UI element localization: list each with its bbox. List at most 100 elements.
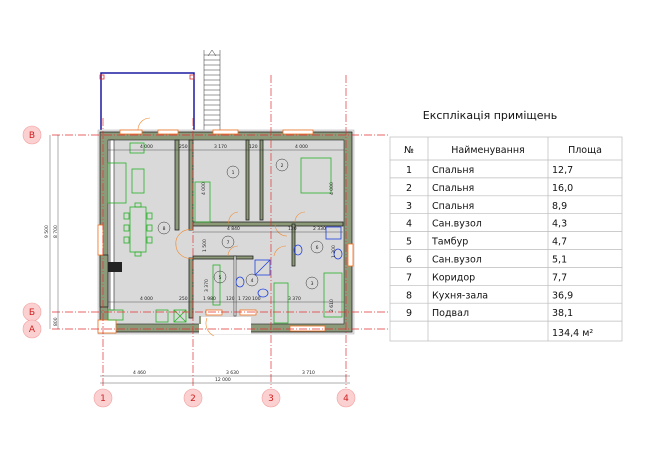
porch [99, 49, 221, 131]
svg-text:4: 4 [343, 394, 349, 404]
svg-text:3 370: 3 370 [204, 279, 210, 292]
svg-text:Б: Б [29, 308, 35, 318]
svg-text:3: 3 [311, 281, 314, 287]
room-markers: 1 2 3 4 5 6 7 8 [157, 158, 324, 290]
windows [97, 129, 354, 334]
header-area: Площа [568, 145, 602, 156]
svg-text:120: 120 [288, 226, 297, 232]
svg-text:250: 250 [179, 296, 188, 302]
axis-bubble-v: В [22, 125, 42, 145]
row-area: 7,7 [552, 272, 567, 283]
svg-text:250: 250 [179, 144, 188, 150]
axis-bubble-a: А [22, 319, 42, 339]
sofa [107, 162, 127, 204]
svg-text:6: 6 [316, 245, 319, 251]
row-area: 8,9 [552, 201, 567, 212]
row-name: Сан.вузол [432, 219, 482, 230]
row-number: 9 [406, 308, 412, 319]
axis-bubble-b: Б [22, 302, 42, 322]
row-number: 4 [406, 219, 412, 230]
table-row: 3 Спальня 8,9 [406, 201, 567, 212]
row-area: 4,7 [552, 237, 567, 248]
svg-text:2 330: 2 330 [313, 226, 326, 232]
svg-text:7: 7 [227, 240, 230, 246]
interior-dimensions: 4 000 250 3 170 120 4 000 4 000 250 1 98… [108, 144, 344, 312]
row-name: Сан.вузол [432, 255, 482, 266]
room-marker-8: 8 [157, 221, 171, 235]
header-number: № [404, 145, 414, 156]
row-area: 5,1 [552, 255, 567, 266]
total-area: 134,4 м² [552, 328, 593, 339]
svg-text:1 300: 1 300 [331, 245, 337, 258]
svg-text:2: 2 [281, 163, 284, 169]
table-row: 5 Тамбур 4,7 [406, 237, 567, 248]
svg-text:8 700: 8 700 [53, 225, 59, 238]
svg-text:4 460: 4 460 [133, 370, 146, 376]
header-name: Найменування [451, 145, 525, 156]
axis-bubble-3: 3 [261, 388, 281, 408]
row-name: Кухня-зала [432, 290, 488, 301]
row-name: Подвал [432, 308, 469, 319]
room-marker-6: 6 [310, 240, 324, 254]
row-name: Тамбур [431, 237, 468, 248]
svg-text:12 000: 12 000 [215, 377, 231, 383]
row-number: 6 [406, 255, 412, 266]
svg-text:1 500: 1 500 [202, 239, 208, 252]
svg-text:1 980: 1 980 [203, 296, 216, 302]
svg-text:5: 5 [219, 275, 222, 281]
row-name: Спальня [432, 165, 474, 176]
svg-text:4 000: 4 000 [201, 182, 207, 195]
room-marker-5: 5 [213, 270, 227, 284]
svg-text:120: 120 [249, 144, 258, 150]
row-area: 38,1 [552, 308, 573, 319]
room-marker-1: 1 [226, 165, 240, 179]
room-schedule-table: Експлікація приміщень № Найменування Пло… [389, 109, 623, 342]
room-marker-7: 7 [221, 235, 235, 249]
axis-bubble-2: 2 [183, 388, 203, 408]
sanitary-fixtures [235, 226, 343, 298]
svg-text:1 720: 1 720 [238, 296, 251, 302]
row-number: 2 [406, 183, 412, 194]
coffee-table [131, 168, 145, 194]
svg-text:9 500: 9 500 [44, 225, 50, 238]
svg-text:3 630: 3 630 [226, 370, 239, 376]
row-number: 5 [406, 237, 412, 248]
axis-bubble-4: 4 [336, 388, 356, 408]
svg-text:3 170: 3 170 [214, 144, 227, 150]
svg-text:1: 1 [232, 170, 235, 176]
room-marker-4: 4 [245, 273, 259, 287]
svg-text:В: В [29, 131, 35, 141]
table-row: 6 Сан.вузол 5,1 [406, 255, 567, 266]
armchair [129, 142, 145, 154]
svg-text:800: 800 [53, 317, 59, 326]
outer-dimensions: 4 460 3 630 3 710 12 000 9 500 8 700 800 [44, 135, 350, 384]
doors [175, 211, 306, 337]
furniture [107, 142, 343, 324]
room-marker-3: 3 [305, 276, 319, 290]
row-area: 4,3 [552, 219, 567, 230]
svg-text:4: 4 [251, 278, 254, 284]
row-name: Спальня [432, 183, 474, 194]
table-title: Експлікація приміщень [423, 109, 557, 122]
axis-bubble-1: 1 [93, 388, 113, 408]
svg-text:3: 3 [268, 394, 274, 404]
row-number: 8 [406, 290, 412, 301]
svg-text:А: А [29, 325, 36, 335]
stairs [203, 49, 221, 130]
row-number: 7 [406, 272, 412, 283]
room-marker-2: 2 [275, 158, 289, 172]
row-area: 16,0 [552, 183, 573, 194]
svg-text:120: 120 [226, 296, 235, 302]
svg-text:3 710: 3 710 [302, 370, 315, 376]
row-number: 3 [406, 201, 412, 212]
svg-text:2 610: 2 610 [329, 299, 335, 312]
table-row: 4 Сан.вузол 4,3 [406, 219, 567, 230]
svg-text:1: 1 [100, 394, 106, 404]
svg-text:4 000: 4 000 [140, 144, 153, 150]
row-name: Спальня [432, 201, 474, 212]
